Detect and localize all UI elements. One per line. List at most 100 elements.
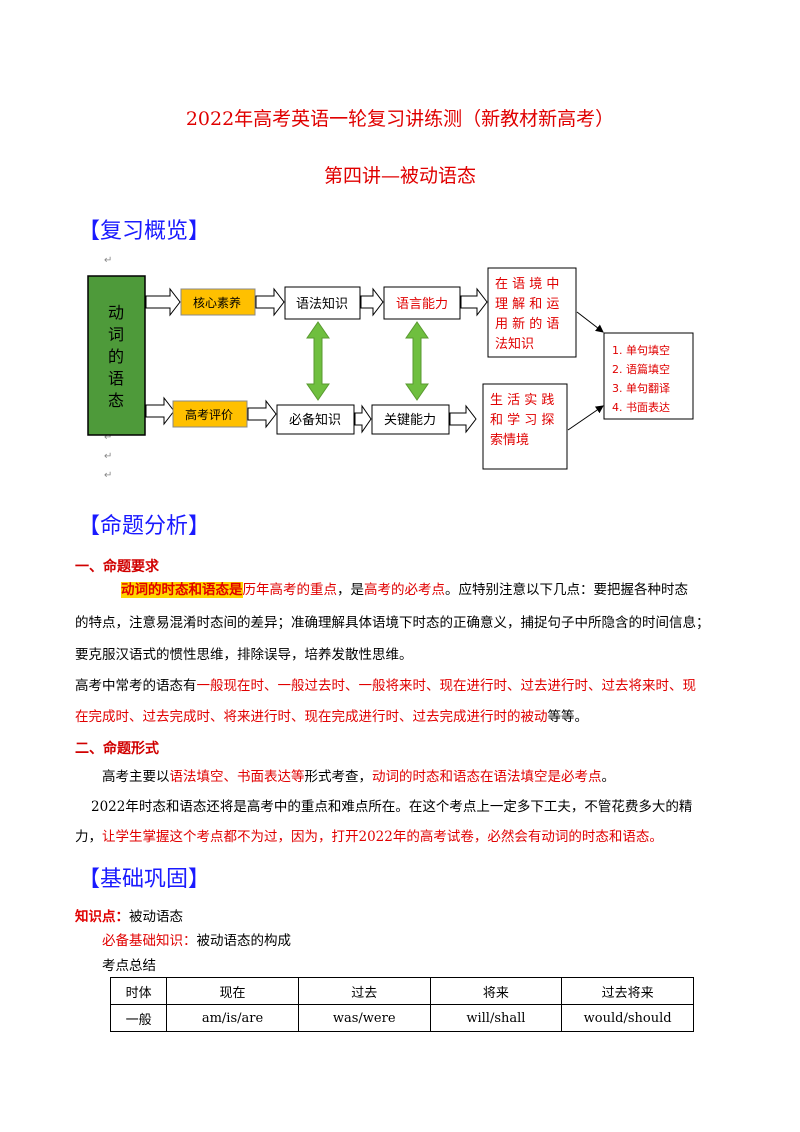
life-line: 和 学 习 探 <box>490 412 554 428</box>
ess-value: 被动语态的构成 <box>196 933 292 949</box>
verb-voice-char: 动 <box>108 303 124 322</box>
ess-label: 必备基础知识： <box>102 933 197 949</box>
form-heading: 二、命题形式 <box>75 741 159 757</box>
document-title: 2022年高考英语一轮复习讲练测（新教材新高考） <box>185 108 615 130</box>
form-paragraph-line: 2022年时态和语态还将是高考中的重点和难点所在。在这个考点上一定多下工夫，不管… <box>91 799 693 815</box>
block-arrow-icon <box>354 404 372 434</box>
return-mark: ↵ <box>104 255 112 266</box>
overview-diagram: ↵ ↵ ↵ ↵ 动 词 的 语 态 核心素养 高考评价 语法知识 语言能力 必备… <box>87 255 694 481</box>
document-subtitle: 第四讲—被动语态 <box>323 165 476 187</box>
return-mark: ↵ <box>104 432 112 443</box>
req-paragraph-line: 的特点，注意易混淆时态间的差异；准确理解具体语境下时态的正确意义，捕捉句子中所隐… <box>75 615 710 631</box>
tasks-box <box>603 332 694 420</box>
requirement-heading: 一、命题要求 <box>75 559 159 575</box>
verb-voice-char: 语 <box>108 369 124 388</box>
highlight-text: 动词的时态和语态是 <box>121 582 243 598</box>
table-cell: 一般 <box>109 1004 168 1032</box>
text: 高考主要以 <box>102 769 170 785</box>
text: 。应特别注意以下几点：要把握各种时态 <box>445 582 688 598</box>
context-line: 在 语 境 中 <box>495 277 559 292</box>
verb-voice-char: 的 <box>108 347 124 366</box>
req-paragraph-line: 在完成时、过去完成时、将来进行时、现在完成进行时、过去完成进行时的被动等等。 <box>75 707 755 727</box>
grammar-knowledge-box <box>284 286 361 320</box>
block-arrow-icon <box>255 287 285 317</box>
exam-eval-label: 高考评价 <box>185 407 233 422</box>
context-box <box>487 267 577 358</box>
connector-arrow <box>567 405 604 431</box>
kp-value: 被动语态 <box>129 909 183 925</box>
kp-label: 知识点： <box>75 909 129 925</box>
life-box <box>482 383 568 470</box>
red-text: 高考的必考点 <box>364 582 445 598</box>
verb-voice-char: 态 <box>108 391 124 410</box>
context-line: 法知识 <box>495 336 534 352</box>
text: 形式考查， <box>304 769 373 785</box>
text: 。 <box>601 769 616 785</box>
req-paragraph-line: 要克服汉语式的惯性思维，排除误导，培养发散性思维。 <box>75 647 413 663</box>
core-literacy-label: 核心素养 <box>193 295 241 310</box>
connector-arrow <box>576 311 604 333</box>
table-cell: was/were <box>297 1004 431 1032</box>
red-text: 在完成时、过去完成时、将来进行时、现在完成进行时、过去完成进行时的被动 <box>75 709 548 725</box>
table-cell: 过去将来 <box>561 977 694 1005</box>
context-line: 用 新 的 语 <box>495 316 559 332</box>
table-row: 一般 am/is/are was/were will/shall would/s… <box>109 1004 694 1032</box>
verb-voice-char: 词 <box>108 325 124 344</box>
red-text: 语法填空、书面表达等 <box>169 769 305 785</box>
language-ability-label: 语言能力 <box>396 297 448 312</box>
red-text: 历年高考的重点 <box>242 582 338 598</box>
task-item: 2. 语篇填空 <box>612 362 670 376</box>
block-arrow-icon <box>145 396 175 426</box>
analysis-heading: 【命题分析】 <box>78 514 211 539</box>
exam-eval-box <box>172 400 248 428</box>
table-cell: will/shall <box>429 1004 563 1032</box>
double-arrow-icon <box>405 321 429 401</box>
table-cell: 过去 <box>297 977 431 1005</box>
block-arrow-icon <box>449 404 477 434</box>
red-text: 一般现在时、一般过去时、一般将来时、现在进行时、过去进行时、过去将来时、现 <box>196 678 697 694</box>
context-line: 理 解 和 运 <box>495 297 559 312</box>
block-arrow-icon <box>145 287 181 317</box>
overview-heading: 【复习概览】 <box>78 219 211 244</box>
double-arrow-icon <box>306 321 330 401</box>
block-arrow-icon <box>247 399 277 429</box>
text: ，是 <box>337 582 364 598</box>
return-mark: ↵ <box>104 470 112 481</box>
task-item: 3. 单句翻译 <box>612 381 670 395</box>
essential-knowledge-line: 必备基础知识：被动语态的构成 <box>102 931 291 951</box>
knowledge-point: 知识点：被动语态 <box>75 907 183 927</box>
verb-voice-box <box>87 275 146 436</box>
summary-label: 考点总结 <box>102 958 156 974</box>
core-literacy-box <box>180 288 256 316</box>
key-ability-box <box>371 404 450 435</box>
req-paragraph-line: 高考中常考的语态有一般现在时、一般过去时、一般将来时、现在进行时、过去进行时、过… <box>75 676 755 696</box>
table-cell: am/is/are <box>166 1004 299 1032</box>
life-line: 生 活 实 践 <box>490 393 554 408</box>
table-cell: 现在 <box>166 977 299 1005</box>
text: 力， <box>75 829 102 845</box>
table-cell: would/should <box>561 1004 694 1032</box>
block-arrow-icon <box>460 287 488 317</box>
form-paragraph-line: 高考主要以语法填空、书面表达等形式考查，动词的时态和语态在语法填空是必考点。 <box>102 767 742 787</box>
text: 高考中常考的语态有 <box>75 678 197 694</box>
key-ability-label: 关键能力 <box>384 413 436 428</box>
essential-knowledge-label: 必备知识 <box>289 412 341 428</box>
table-cell: 将来 <box>429 977 563 1005</box>
text: 等等。 <box>547 709 589 725</box>
voice-table: 时体 现在 过去 将来 过去将来 一般 am/is/are was/were w… <box>109 977 694 1032</box>
req-paragraph-line: 动词的时态和语态是历年高考的重点，是高考的必考点。应特别注意以下几点：要把握各种… <box>121 580 741 600</box>
red-text: 动词的时态和语态在语法填空是必考点 <box>372 769 602 785</box>
return-mark: ↵ <box>104 451 112 462</box>
task-item: 1. 单句填空 <box>612 343 670 357</box>
form-paragraph-line: 力，让学生掌握这个考点都不为过，因为，打开2022年的高考试卷，必然会有动词的时… <box>75 827 755 847</box>
basics-heading: 【基础巩固】 <box>78 867 211 892</box>
block-arrow-icon <box>360 287 384 317</box>
task-item: 4. 书面表达 <box>612 400 670 414</box>
language-ability-box <box>383 286 461 320</box>
life-line: 索情境 <box>490 433 529 448</box>
red-text: 让学生掌握这个考点都不为过，因为，打开2022年的高考试卷，必然会有动词的时态和… <box>102 829 663 845</box>
table-header-row: 时体 现在 过去 将来 过去将来 <box>109 977 694 1005</box>
essential-knowledge-box <box>276 404 355 435</box>
table-cell: 时体 <box>109 977 168 1005</box>
grammar-knowledge-label: 语法知识 <box>296 296 348 312</box>
